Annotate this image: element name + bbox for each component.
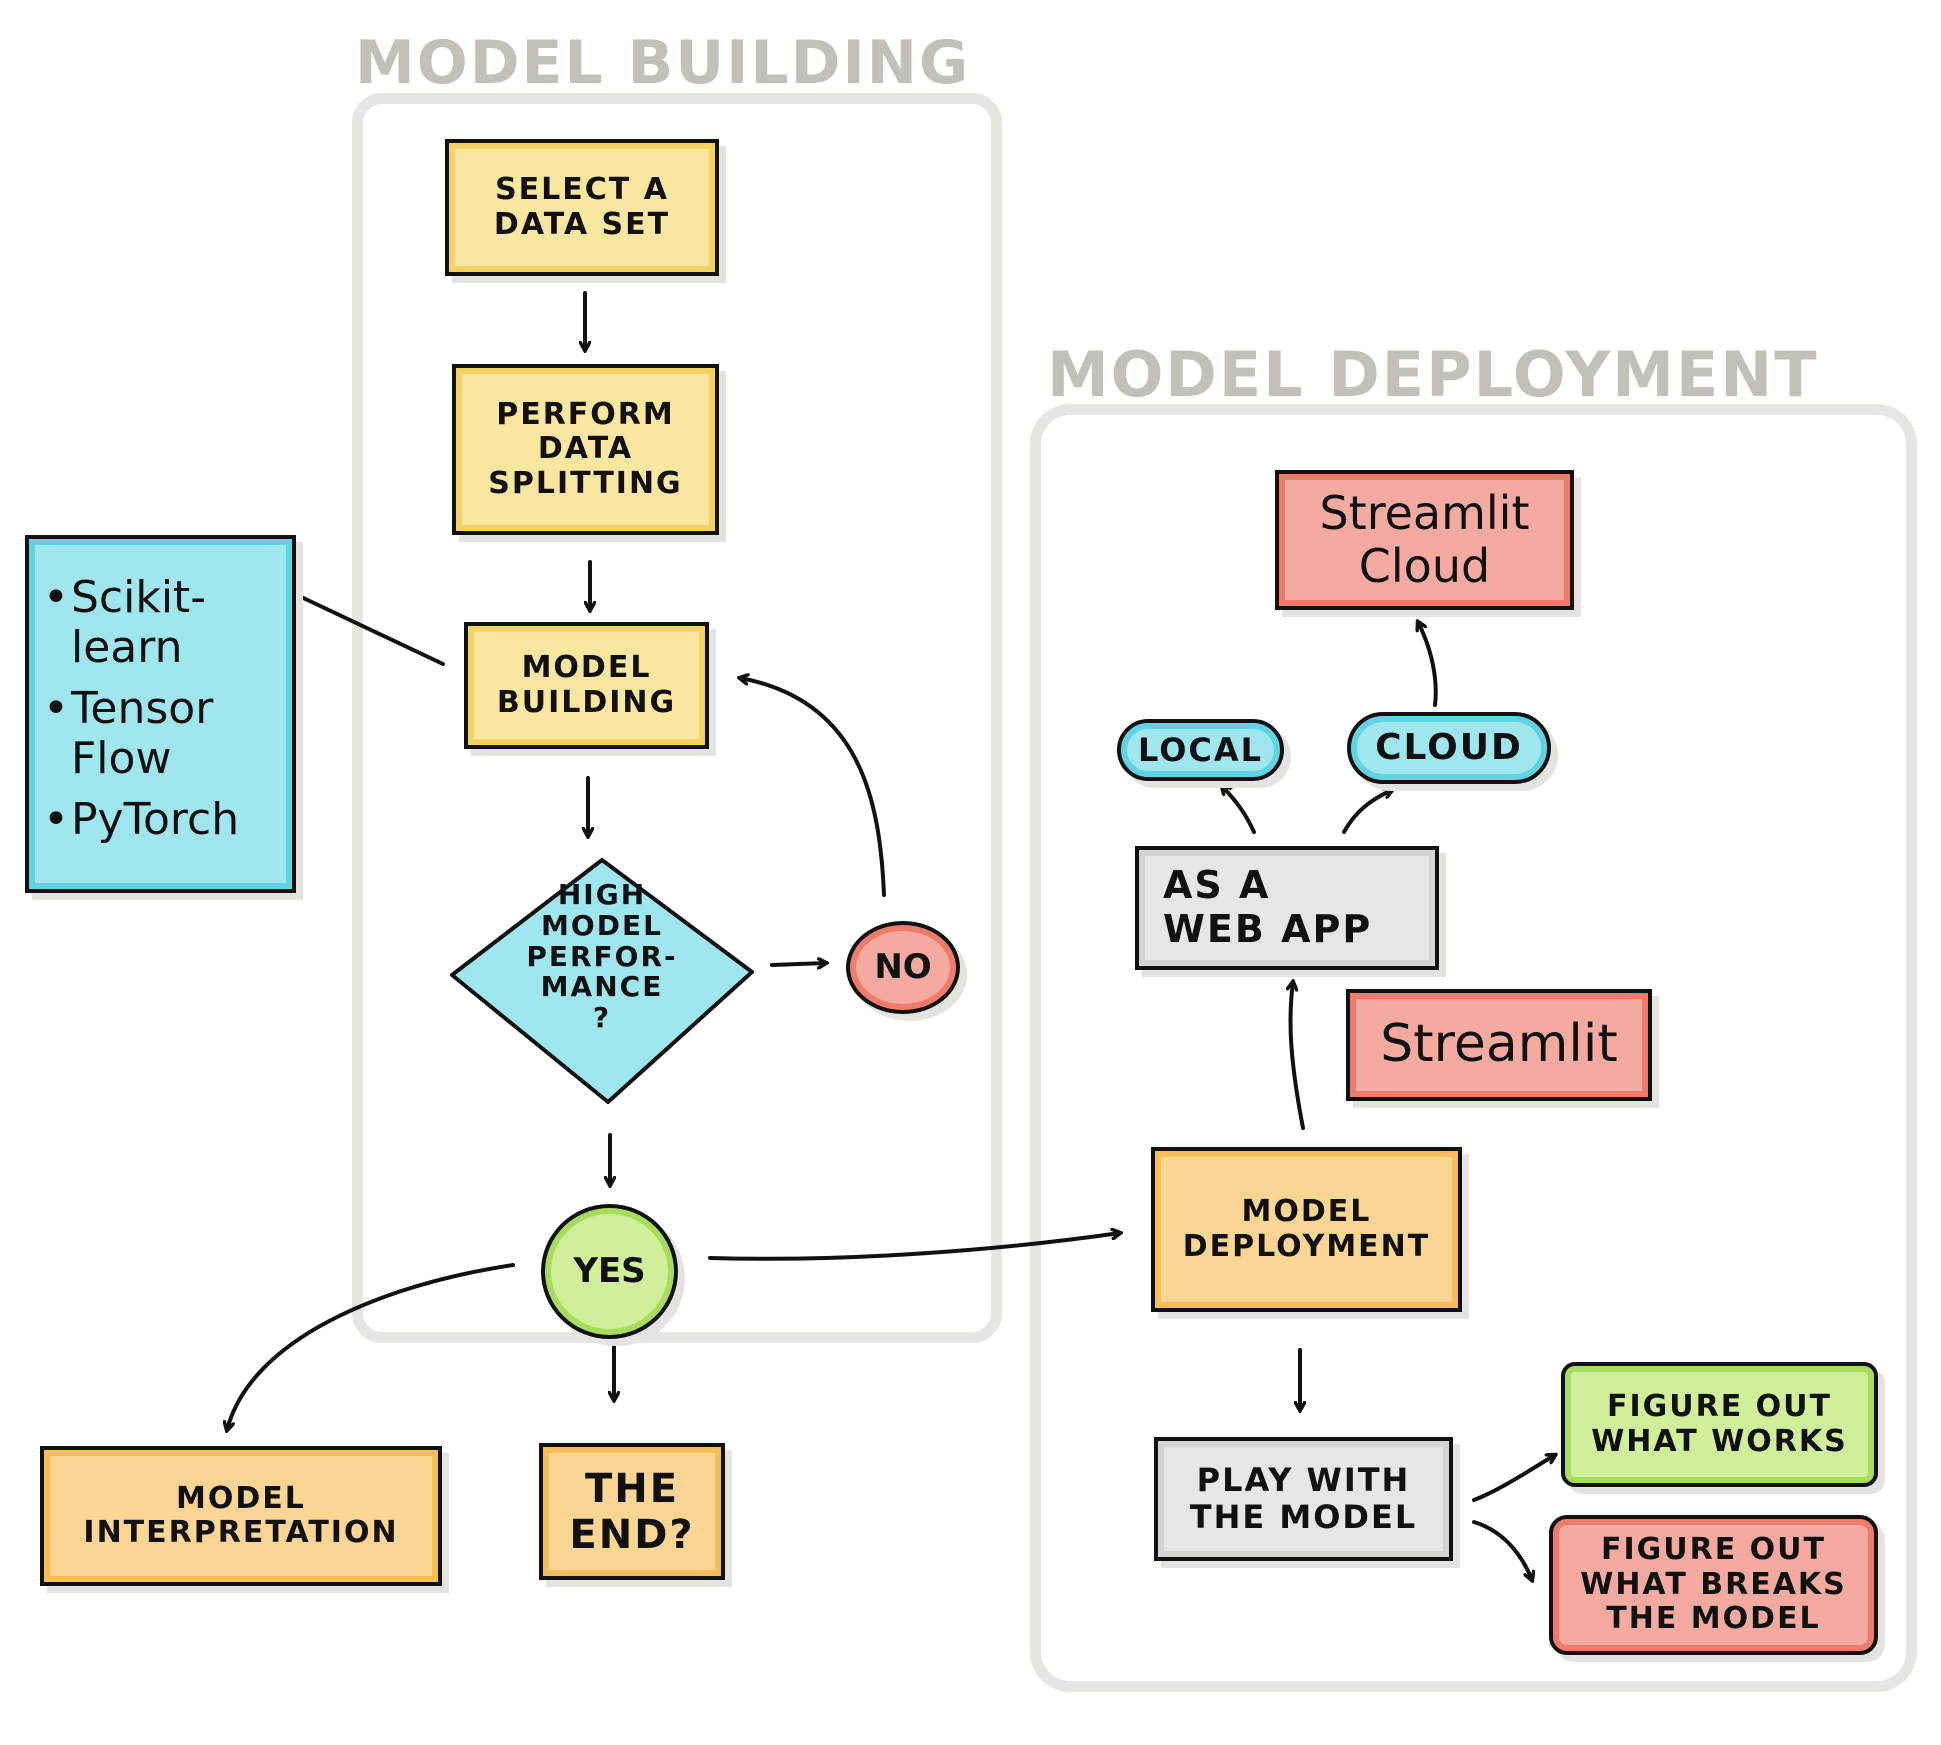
library-item-tensorflow: Tensor Flow [43,683,239,785]
node-the-end: THE END? [539,1443,725,1580]
node-model-interpretation: MODEL INTERPRETATION [40,1446,442,1586]
node-what-breaks-label: FIGURE OUT WHAT BREAKS THE MODEL [1580,1532,1847,1637]
edge-deployment-to-web-app [1290,982,1305,1130]
node-select-dataset: SELECT A DATA SET [445,139,719,276]
node-model-deployment: MODEL DEPLOYMENT [1151,1147,1462,1312]
node-streamlit-cloud-label: Streamlit Cloud [1319,486,1530,593]
node-libraries: Scikit- learn Tensor Flow PyTorch [25,535,296,893]
node-local: LOCAL [1117,719,1284,781]
edge-no-to-model-building [740,678,886,897]
node-cloud-label: CLOUD [1375,727,1523,769]
model-deployment-container [1030,404,1917,1692]
node-yes-label: YES [573,1250,646,1291]
node-cloud: CLOUD [1347,712,1551,784]
edge-yes-to-interpretation [227,1263,515,1430]
node-model-interpretation-label: MODEL INTERPRETATION [83,1480,399,1550]
model-building-container [352,93,1002,1343]
edge-yes-to-deployment [708,1233,1120,1261]
node-streamlit-cloud: Streamlit Cloud [1275,470,1574,610]
node-model-building-label: MODEL BUILDING [496,650,677,720]
node-what-works-label: FIGURE OUT WHAT WORKS [1591,1389,1848,1459]
section-title-model-deployment: MODEL DEPLOYMENT [1047,338,1819,411]
node-play-with-model: PLAY WITH THE MODEL [1154,1437,1453,1561]
node-what-works: FIGURE OUT WHAT WORKS [1561,1362,1878,1487]
node-web-app: AS A WEB APP [1135,846,1439,970]
edge-web-app-to-cloud [1342,790,1392,834]
edge-web-app-to-local [1222,786,1256,834]
node-streamlit-label: Streamlit [1380,1014,1618,1075]
node-select-dataset-label: SELECT A DATA SET [493,172,671,242]
node-play-with-model-label: PLAY WITH THE MODEL [1189,1461,1418,1536]
node-data-splitting: PERFORM DATA SPLITTING [452,364,719,535]
node-streamlit: Streamlit [1346,989,1652,1101]
node-the-end-label: THE END? [569,1465,695,1558]
node-yes: YES [541,1204,678,1339]
library-item-scikit-learn: Scikit- learn [43,572,239,674]
node-data-splitting-label: PERFORM DATA SPLITTING [488,396,683,501]
edge-play-to-breaks [1472,1520,1532,1580]
edge-libraries-to-model-building [295,593,445,666]
node-model-deployment-label: MODEL DEPLOYMENT [1182,1194,1431,1264]
edge-decision-to-no [770,963,826,965]
node-what-breaks: FIGURE OUT WHAT BREAKS THE MODEL [1549,1515,1878,1655]
node-web-app-label: AS A WEB APP [1163,863,1373,951]
node-decision-label: HIGH MODEL PERFOR- MANCE ? [526,878,678,1035]
library-item-pytorch: PyTorch [43,794,239,846]
node-no: NO [846,921,960,1014]
node-local-label: LOCAL [1137,730,1264,769]
edge-cloud-to-streamlit-cloud [1418,622,1438,707]
section-title-model-building: MODEL BUILDING [355,28,971,98]
node-no-label: NO [874,946,932,987]
node-model-building: MODEL BUILDING [464,622,709,749]
edge-play-to-works [1472,1455,1555,1502]
decision-diamond-shape [450,858,754,1104]
